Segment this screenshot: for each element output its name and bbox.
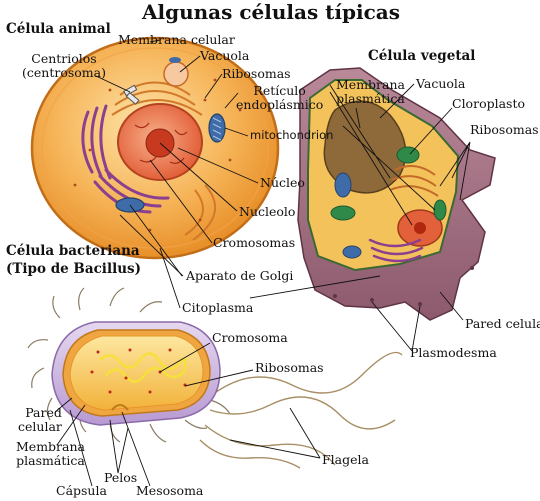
label-cromosoma-bact: Cromosoma: [212, 330, 288, 345]
animal-cell: [30, 36, 280, 260]
label-aparato-golgi: Aparato de Golgi: [186, 268, 294, 283]
animal-chromosomes: [134, 122, 188, 164]
label-vacuola-veg: Vacuola: [416, 76, 466, 91]
label-nucleo: Núcleo: [260, 175, 305, 190]
label-pared-celular-bact: Pared celular: [18, 405, 62, 434]
plant-chloroplasts: [330, 146, 447, 221]
plant-er: [389, 165, 439, 197]
page-title: Algunas células típicas: [142, 0, 400, 24]
label-capsula: Cápsula: [56, 483, 107, 498]
label-centriolos: Centriolos (centrosoma): [22, 51, 106, 80]
label-citoplasma: Citoplasma: [182, 300, 254, 315]
bacterium: [27, 287, 403, 469]
bacterium-flagella: [199, 351, 403, 469]
bacterium-ribosomes: [90, 348, 187, 394]
heading-animal: Célula animal: [6, 21, 111, 37]
label-pelos: Pelos: [104, 470, 138, 485]
plant-mitochondria: [334, 172, 362, 259]
label-reticulo: Retículo endoplásmico: [236, 83, 324, 112]
bacterium-chromosome: [99, 352, 187, 383]
label-pared-celular-veg: Pared celular: [465, 316, 540, 331]
label-cromosomas: Cromosomas: [213, 235, 296, 250]
label-membrana-plasmatica-veg: Membrana plasmática: [336, 77, 405, 106]
heading-bacteria-line2: (Tipo de Bacillus): [6, 261, 141, 277]
label-membrana-plasmatica-bact: Membrana plasmática: [16, 439, 85, 468]
label-nucleolo: Nucleolo: [239, 204, 296, 219]
label-membrana-celular: Membrana celular: [118, 32, 235, 47]
plant-plasmodesmata: [333, 266, 474, 306]
label-mesosoma: Mesosoma: [136, 483, 204, 498]
leader-lines: [54, 39, 471, 487]
label-vacuola-animal: Vacuola: [200, 48, 250, 63]
label-cloroplasto: Cloroplasto: [452, 96, 526, 111]
label-ribosomas-animal: Ribosomas: [222, 66, 291, 81]
heading-plant: Célula vegetal: [368, 48, 476, 64]
animal-centrioles: [123, 84, 140, 105]
label-plasmodesma: Plasmodesma: [410, 345, 497, 360]
animal-ribosomes: [73, 78, 242, 232]
label-ribosomas-bact: Ribosomas: [255, 360, 324, 375]
plant-golgi: [368, 238, 424, 263]
label-ribosomas-veg: Ribosomas: [470, 122, 539, 137]
label-flagela: Flagela: [322, 452, 369, 467]
plant-cell: [297, 67, 496, 321]
bacterium-cytoplasm: [69, 335, 204, 411]
bacterium-mesosome: [111, 404, 129, 411]
heading-bacteria-line1: Célula bacteriana: [6, 243, 140, 259]
label-mitochondrion: mitochondrion: [250, 128, 334, 142]
animal-vacuole: [163, 61, 189, 87]
